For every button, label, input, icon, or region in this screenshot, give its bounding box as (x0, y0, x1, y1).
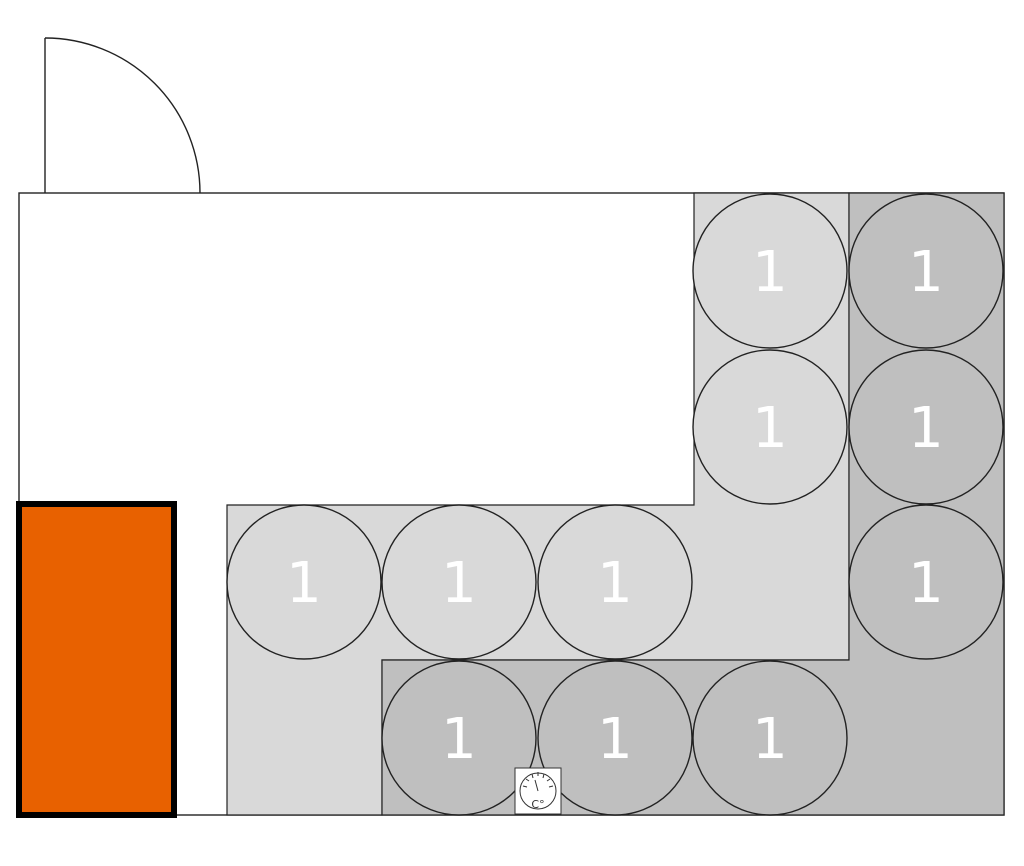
storage-circle: 1 (226, 504, 382, 660)
thermometer-gauge-icon: C° (514, 767, 562, 815)
storage-circle: 1 (848, 504, 1004, 660)
circle-group-dark: 1 1 1 1 1 1 (381, 193, 1004, 816)
circle-label: 1 (597, 551, 633, 616)
circle-label: 1 (286, 551, 322, 616)
orange-block (16, 501, 177, 818)
thermometer-unit: C° (531, 798, 544, 811)
circle-label: 1 (752, 240, 788, 305)
door-swing-icon (44, 37, 201, 194)
circle-label: 1 (441, 551, 477, 616)
circle-group-light: 1 1 1 1 1 (226, 193, 848, 660)
circle-label: 1 (597, 707, 633, 772)
storage-circle: 1 (381, 504, 537, 660)
storage-circle: 1 (537, 504, 693, 660)
circle-label: 1 (441, 707, 477, 772)
circle-label: 1 (752, 396, 788, 461)
circle-label: 1 (752, 707, 788, 772)
circle-label: 1 (908, 396, 944, 461)
circle-label: 1 (908, 551, 944, 616)
storage-circle: 1 (537, 660, 693, 816)
storage-circle: 1 (848, 349, 1004, 505)
circle-label: 1 (908, 240, 944, 305)
storage-circle: 1 (848, 193, 1004, 349)
storage-circle: 1 (692, 660, 848, 816)
storage-circle: 1 (381, 660, 537, 816)
storage-circle: 1 (692, 193, 848, 349)
storage-circle: 1 (692, 349, 848, 505)
